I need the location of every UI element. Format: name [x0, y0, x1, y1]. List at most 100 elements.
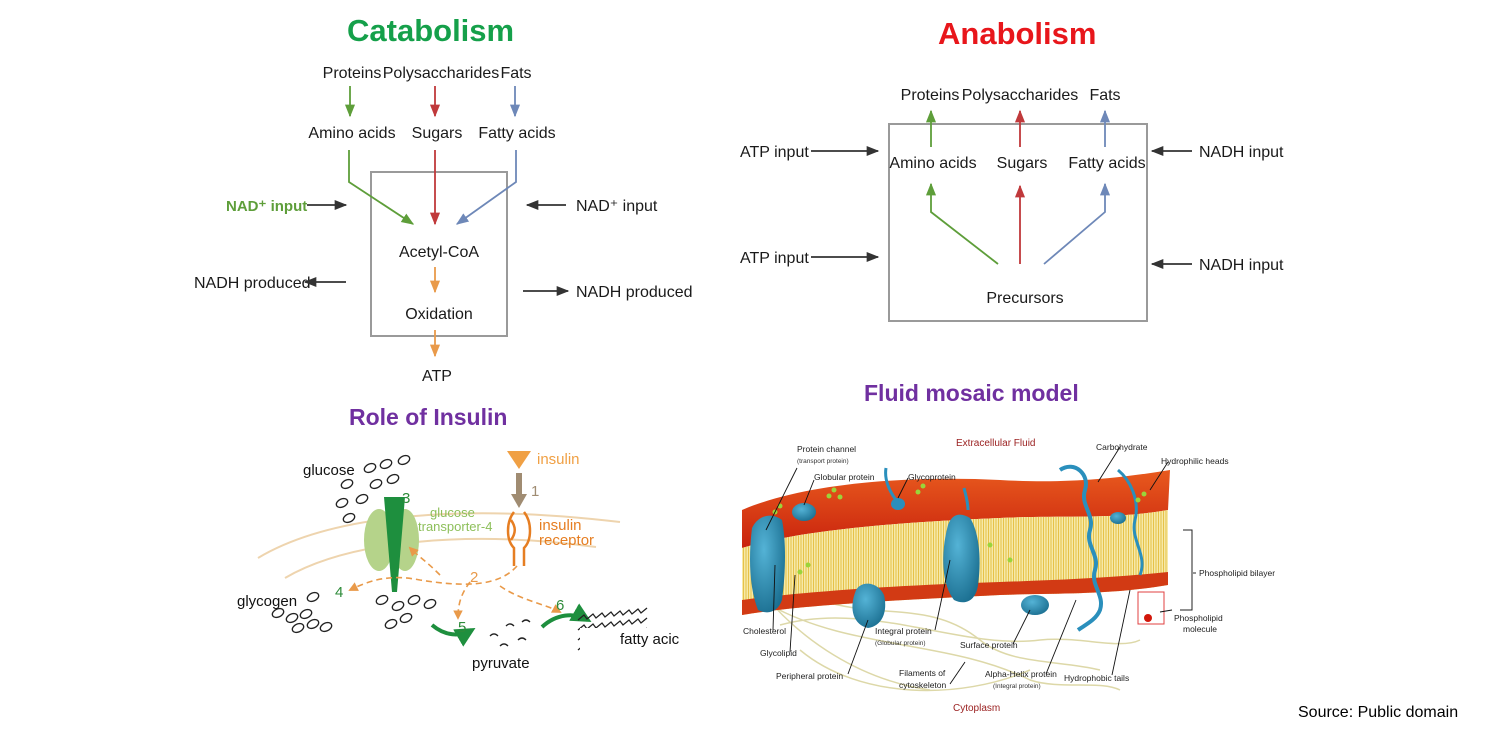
insulin-molecule — [507, 451, 531, 469]
glucose-label: glucose — [303, 462, 355, 479]
ana-product-polysaccharides: Polysaccharides — [962, 87, 1079, 104]
ana-sugars: Sugars — [997, 155, 1048, 172]
ana-left-input-1: ATP input — [740, 144, 809, 161]
ana-fatty-acids: Fatty acids — [1068, 155, 1145, 172]
cat-acetyl-coa: Acetyl-CoA — [399, 244, 479, 261]
leader-lines — [765, 446, 1196, 685]
glycolipid-label: Glycolipid — [760, 648, 797, 658]
glucose-molecules — [335, 454, 411, 524]
hydrophobic-tails-label: Hydrophobic tails — [1064, 673, 1129, 683]
insulin-label: insulin — [537, 451, 580, 468]
glucose-entry-arrow — [384, 497, 405, 592]
cat-arrow-fatty-to-acetyl — [455, 150, 517, 225]
insulin-receptor — [506, 511, 532, 566]
surface-protein-shape — [1021, 595, 1049, 615]
membrane-top-surface — [742, 470, 1170, 548]
ana-product-proteins: Proteins — [901, 87, 960, 104]
source-credit: Source: Public domain — [1298, 704, 1459, 721]
signaling-arrows — [348, 546, 562, 620]
protein-channel-shape — [750, 515, 785, 613]
cat-sugars: Sugars — [412, 125, 463, 142]
cat-oxidation: Oxidation — [405, 306, 473, 323]
alpha-helix-protein-shape-2 — [1116, 468, 1144, 576]
catabolism-title: Catabolism — [347, 13, 515, 48]
anabolism-title: Anabolism — [938, 16, 1097, 51]
receptor-label-1: insulin — [539, 517, 582, 534]
cat-source-polysaccharides: Polysaccharides — [383, 65, 500, 82]
step-6: 6 — [556, 597, 564, 614]
surface-protein-label: Surface protein — [960, 640, 1018, 650]
peripheral-protein-shape — [1110, 512, 1126, 524]
cholesterol-label: Cholesterol — [743, 626, 786, 636]
glycogen-chain — [271, 591, 333, 634]
lipogenesis-arrow — [540, 603, 592, 629]
insulin-binding-arrow — [511, 473, 527, 508]
glycoprotein-stalk-2 — [962, 487, 970, 511]
globular-protein-label: Globular protein — [814, 472, 875, 482]
step-2: 2 — [470, 569, 478, 586]
ana-right-input-2: NADH input — [1199, 257, 1284, 274]
integral-protein-label: Integral protein — [875, 626, 932, 636]
peripheral-protein-label: Peripheral protein — [776, 671, 843, 681]
cat-left-output: NADH produced — [194, 275, 311, 292]
glycolipid-dots — [772, 483, 1147, 575]
ana-product-fats: Fats — [1089, 87, 1120, 104]
fluid-mosaic-title: Fluid mosaic model — [864, 380, 1079, 406]
ana-precursors: Precursors — [986, 290, 1063, 307]
glycogen-label: glycogen — [237, 593, 297, 610]
phospholipid-molecule-label-1: Phospholipid — [1174, 613, 1223, 623]
integral-protein-sublabel: (Globular protein) — [875, 640, 926, 647]
pyruvate-molecules — [489, 619, 531, 647]
alpha-helix-sublabel: (Integral protein) — [993, 683, 1041, 690]
receptor-label-2: receptor — [539, 532, 594, 549]
catabolism-box — [370, 171, 508, 337]
phospholipid-molecule-head — [1144, 614, 1152, 622]
step-3: 3 — [402, 490, 410, 507]
phospholipid-bilayer-label: Phospholipid bilayer — [1199, 568, 1275, 578]
filaments-label-2: cytoskeleton — [899, 680, 947, 690]
protein-channel-sublabel: (transport protein) — [797, 458, 849, 465]
cat-atp: ATP — [422, 368, 452, 385]
insulin-title: Role of Insulin — [349, 404, 508, 430]
phospholipid-molecule-highlight — [1137, 591, 1165, 625]
fatty-acid-label: fatty acic — [620, 631, 680, 648]
cat-amino-acids: Amino acids — [308, 125, 395, 142]
alpha-helix-label: Alpha-Helix protein — [985, 669, 1057, 679]
cat-source-proteins: Proteins — [323, 65, 382, 82]
protein-channel-label: Protein channel — [797, 444, 856, 454]
integral-protein-shape — [852, 583, 886, 628]
fatty-label-backdrop — [580, 628, 685, 650]
extracellular-label: Extracellular Fluid — [956, 438, 1035, 449]
cytoskeleton-filaments — [759, 589, 1141, 692]
glycoprotein-stalk — [884, 467, 898, 501]
ana-amino-acids: Amino acids — [889, 155, 976, 172]
large-integral-protein-shape — [943, 514, 980, 603]
hydrophilic-heads-label: Hydrophilic heads — [1161, 456, 1229, 466]
cat-arrow-amino-to-acetyl — [348, 150, 415, 225]
carbohydrate-label: Carbohydrate — [1096, 442, 1148, 452]
alpha-helix-protein-shape — [1058, 464, 1104, 632]
cat-fatty-acids: Fatty acids — [478, 125, 555, 142]
ana-arrow-precursor-to-amino — [925, 182, 999, 265]
pyruvate-label: pyruvate — [472, 655, 530, 672]
step-5: 5 — [458, 619, 466, 636]
glycoprotein-label: Glycoprotein — [908, 472, 956, 482]
globular-protein-shape — [792, 503, 816, 521]
anabolism-box — [888, 123, 1148, 322]
intracellular-glucose — [375, 594, 437, 630]
cat-right-output: NADH produced — [576, 284, 693, 301]
cat-source-fats: Fats — [500, 65, 531, 82]
step-1: 1 — [531, 483, 539, 500]
glycolysis-arrow — [430, 623, 476, 647]
ana-arrow-precursor-to-fatty — [1043, 182, 1111, 265]
ana-left-input-2: ATP input — [740, 250, 809, 267]
cat-right-input: NAD⁺ input — [576, 198, 658, 215]
ana-right-input-1: NADH input — [1199, 144, 1284, 161]
step-4: 4 — [335, 584, 343, 601]
cytoplasm-label: Cytoplasm — [953, 703, 1000, 714]
transporter-label-1: glucose — [430, 505, 475, 520]
bilayer-bracket — [1180, 529, 1193, 611]
